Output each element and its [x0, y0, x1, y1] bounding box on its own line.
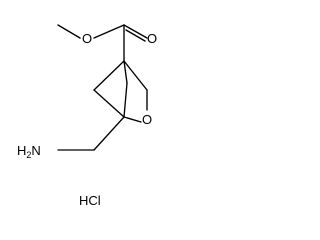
ester-ether-oxygen-label: O	[82, 31, 92, 46]
chemical-structure-diagram: O O O H2N HCl	[17, 24, 157, 208]
back-bridge-lower-bond	[123, 82, 128, 118]
bridgehead-ch2-amine-bond	[93, 116, 125, 151]
amine-nitrogen-label: N	[31, 143, 40, 158]
amine-subscript-label: 2	[26, 150, 31, 160]
carbonyl-double-bond-inner	[125, 29, 146, 42]
bridgehead-ch2-right-bond	[123, 60, 148, 91]
salt-label: HCl	[79, 193, 101, 208]
amine-label: H2N	[17, 143, 41, 160]
o-carbonyl-carbon-bond	[93, 24, 125, 39]
bridgehead-ch2-left-bond	[93, 60, 125, 91]
methyl-o-bond	[57, 24, 81, 39]
ring-oxygen-label: O	[142, 112, 152, 127]
carbonyl-oxygen-label: O	[147, 31, 157, 46]
back-bridge-upper-bond	[123, 60, 128, 84]
ring-oxygen-bridgehead-bottom-bond	[123, 116, 142, 123]
ch2-left-bridgehead-bottom-bond	[93, 89, 125, 118]
carbonyl-double-bond-outer	[123, 24, 148, 39]
amine-hydrogen-label: H	[17, 143, 26, 158]
